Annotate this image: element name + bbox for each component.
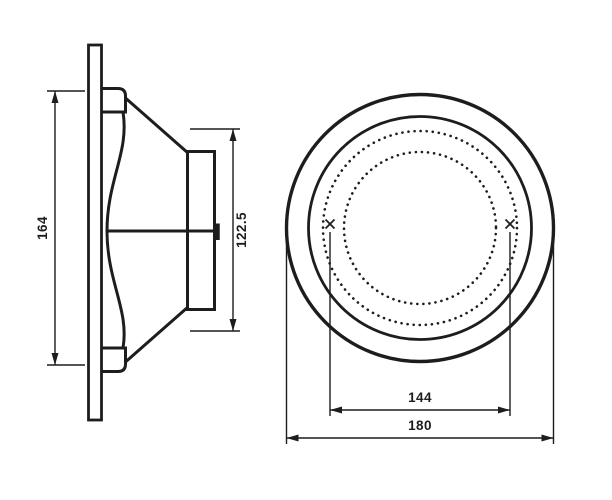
dimension-outer-diameter: 180 <box>285 236 555 444</box>
arrowhead-down <box>51 353 59 365</box>
arrowhead-up <box>229 129 237 141</box>
arrowhead-right <box>541 434 554 442</box>
side-inner-dim-label: 122.5 <box>234 212 249 248</box>
mounting-hole-mark-right <box>504 218 516 230</box>
dimension-bolt-circle: 144 <box>329 232 511 416</box>
cone-edge-bottom <box>124 305 189 364</box>
inner-rim-circle <box>307 115 533 341</box>
dimension-side-inner: 122.5 <box>190 128 249 332</box>
side-view <box>87 43 220 422</box>
outer-diameter-dim-label: 180 <box>408 418 432 433</box>
arrowhead-down <box>229 319 237 331</box>
side-height-dim-label: 164 <box>35 216 50 240</box>
hidden-circle-inner <box>342 150 498 306</box>
cone-edge-top <box>124 96 189 155</box>
outer-rim-circle <box>284 92 556 364</box>
arrowhead-right <box>498 406 510 414</box>
arrowhead-left <box>330 406 342 414</box>
gasket-bottom <box>101 346 127 373</box>
arrowhead-left <box>286 434 299 442</box>
gasket-top <box>101 87 127 114</box>
mounting-hole-mark-left <box>324 218 336 230</box>
dimension-side-height: 164 <box>35 90 85 366</box>
arrowhead-up <box>51 91 59 103</box>
mounting-plate <box>87 43 103 422</box>
bolt-circle-dim-label: 144 <box>408 390 432 405</box>
diffuser-curve <box>105 111 126 349</box>
front-view <box>284 92 556 364</box>
hidden-circle-outer <box>321 129 519 327</box>
